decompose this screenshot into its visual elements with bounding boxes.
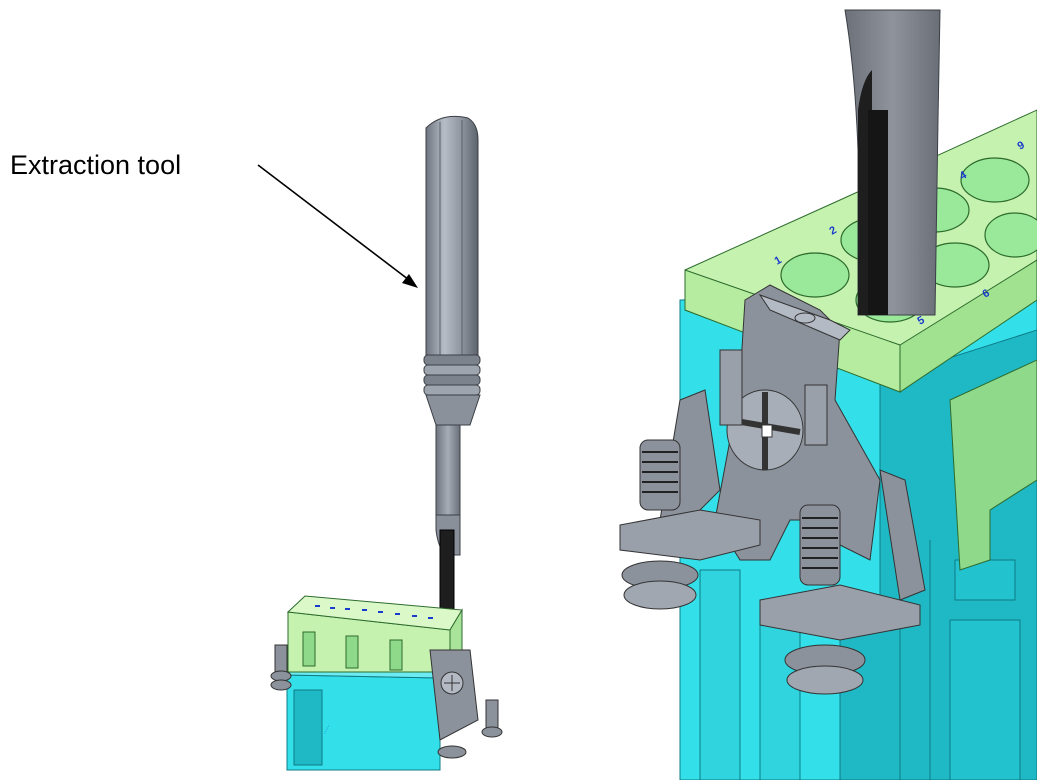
terminal-number-1: 1 xyxy=(773,254,784,267)
terminal-number-2: 2 xyxy=(828,224,839,237)
screw-left xyxy=(619,439,761,610)
terminal-number-6: 6 xyxy=(981,287,992,300)
extraction-tool-detail xyxy=(844,9,941,316)
terminal-number-5: 5 xyxy=(916,314,927,327)
terminal-number-9: 9 xyxy=(1016,139,1027,152)
locking-bracket xyxy=(714,284,881,561)
detail-view: 1 2 3 4 9 5 6 xyxy=(619,9,1037,780)
extraction-tool xyxy=(423,115,481,651)
callout-label: Extraction tool xyxy=(10,150,182,180)
small-connector: ····· xyxy=(270,595,503,771)
callout-arrow-icon xyxy=(257,164,418,288)
svg-text:·····: ····· xyxy=(322,724,332,736)
screw-right xyxy=(759,504,921,695)
tool-grip-rings xyxy=(423,354,481,396)
